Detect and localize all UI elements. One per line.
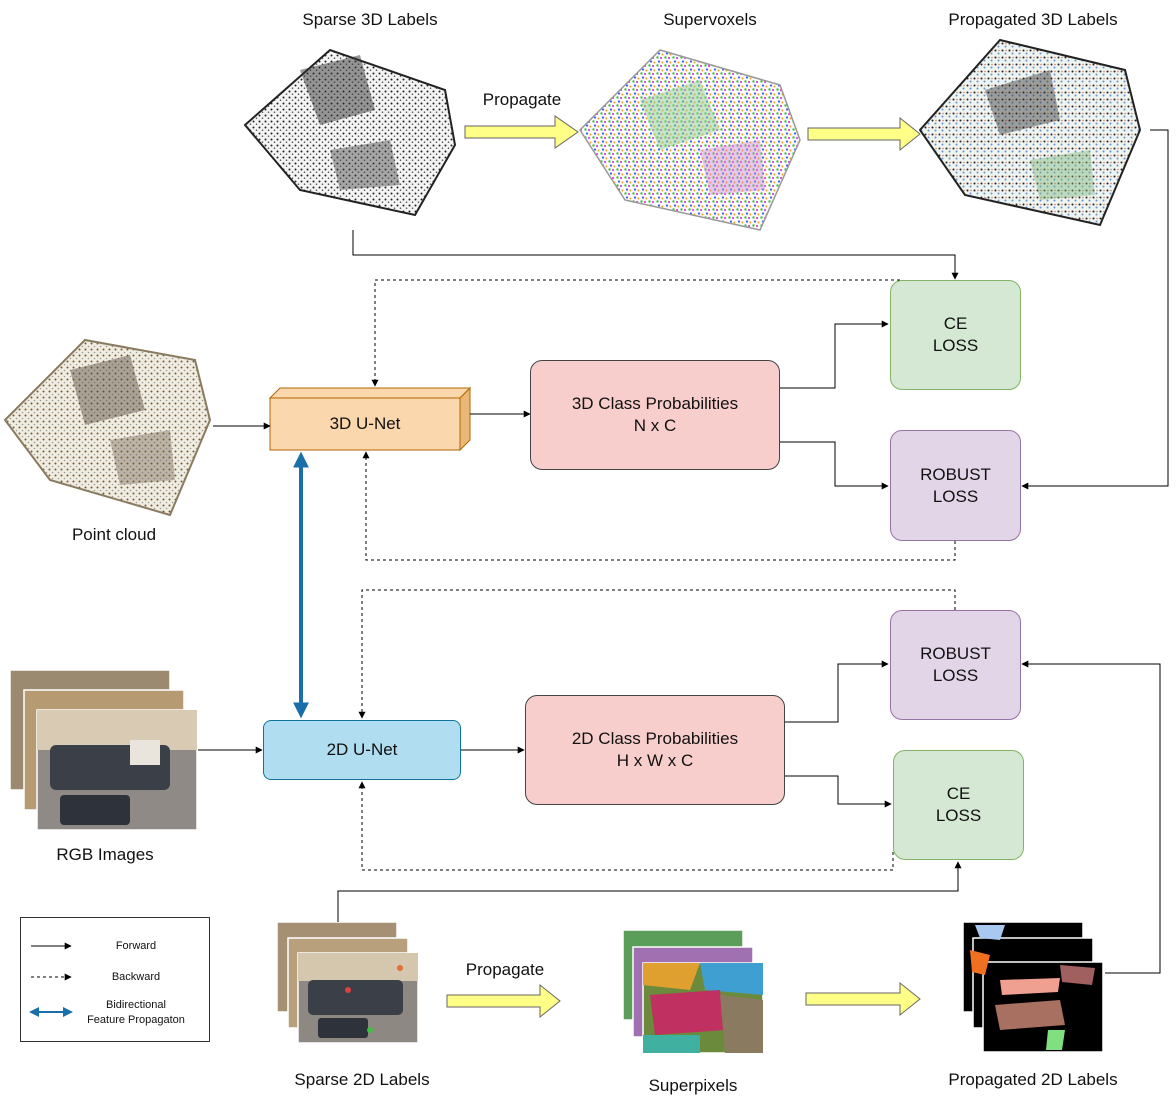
propagated-2d-labels-stack bbox=[962, 921, 1104, 1053]
legend-backward-label: Backward bbox=[111, 971, 161, 983]
sparse-3d-labels-image bbox=[243, 48, 457, 217]
legend-forward-label: Forward bbox=[115, 940, 157, 952]
propagated-3d-labels-image bbox=[918, 38, 1142, 227]
ce-loss-top-line2: LOSS bbox=[932, 336, 979, 355]
class-probabilities-2d-box: 2D Class Probabilities H x W x C bbox=[525, 695, 785, 805]
class-probabilities-3d-box: 3D Class Probabilities N x C bbox=[530, 360, 780, 470]
rgb-images-stack bbox=[9, 669, 198, 831]
robust-loss-top-line2: LOSS bbox=[932, 486, 979, 506]
propagate-top-label: Propagate bbox=[482, 90, 562, 109]
propagate-bottom-label: Propagate bbox=[465, 960, 545, 979]
supervoxels-caption: Supervoxels bbox=[663, 10, 757, 29]
sparse-2d-labels-stack bbox=[276, 921, 419, 1044]
robust-loss-bottom-line1: ROBUST bbox=[920, 644, 991, 663]
class-probabilities-3d-title: 3D Class Probabilities bbox=[571, 394, 739, 413]
legend-bidirectional-line2: Feature Propagaton bbox=[87, 1014, 185, 1026]
point-cloud-caption: Point cloud bbox=[71, 525, 157, 544]
arrow-sparse3d-to-ce-top bbox=[352, 230, 959, 280]
arrow-prob2d-to-robust-bottom bbox=[785, 660, 889, 723]
robust-loss-bottom-box: ROBUST LOSS bbox=[890, 610, 1021, 720]
propagate-arrow-supervoxel-to-labels bbox=[807, 116, 921, 152]
robust-loss-bottom-line2: LOSS bbox=[932, 666, 979, 685]
class-probabilities-2d-title: 2D Class Probabilities bbox=[571, 729, 739, 748]
superpixels-stack bbox=[622, 929, 764, 1054]
backward-robust-top-to-unet3d bbox=[362, 451, 956, 561]
unet-3d-label: 3D U-Net bbox=[329, 414, 401, 433]
legend: Forward Backward Bidirectional Feature P… bbox=[20, 917, 210, 1042]
ce-loss-bottom-line2: LOSS bbox=[935, 806, 982, 825]
ce-loss-top-line1: CE bbox=[943, 314, 968, 333]
class-probabilities-3d-shape: N x C bbox=[633, 416, 677, 435]
arrow-sparse2d-to-ce-bottom bbox=[337, 861, 962, 922]
arrow-prob3d-to-ce-top bbox=[780, 320, 889, 389]
arrow-propagated2d-to-robust-bottom bbox=[1021, 660, 1161, 974]
legend-bidirectional-line1: Bidirectional bbox=[106, 999, 166, 1011]
sparse-3d-labels-caption: Sparse 3D Labels bbox=[302, 10, 438, 29]
class-probabilities-2d-shape: H x W x C bbox=[616, 751, 694, 770]
sparse-2d-labels-caption: Sparse 2D Labels bbox=[294, 1070, 430, 1089]
propagate-arrow-top bbox=[464, 115, 579, 149]
point-cloud-image bbox=[3, 338, 212, 517]
superpixels-caption: Superpixels bbox=[648, 1076, 738, 1095]
unet-2d-label: 2D U-Net bbox=[326, 740, 398, 759]
ce-loss-top-box: CE LOSS bbox=[890, 280, 1021, 390]
backward-ce-top-to-unet3d bbox=[371, 279, 900, 387]
ce-loss-bottom-box: CE LOSS bbox=[893, 750, 1024, 860]
backward-ce-bottom-to-unet2d bbox=[358, 781, 894, 871]
propagated-2d-labels-caption: Propagated 2D Labels bbox=[948, 1070, 1118, 1089]
arrow-prob3d-to-robust-top bbox=[780, 441, 889, 490]
supervoxels-image bbox=[579, 49, 801, 231]
arrow-propagated3d-to-robust-top bbox=[1021, 129, 1169, 490]
propagate-arrow-bottom bbox=[446, 983, 561, 1019]
robust-loss-top-box: ROBUST LOSS bbox=[890, 430, 1021, 541]
rgb-images-caption: RGB Images bbox=[56, 845, 154, 864]
unet-2d-box: 2D U-Net bbox=[263, 720, 461, 780]
unet-3d-box bbox=[268, 386, 472, 452]
arrow-prob2d-to-ce-bottom bbox=[785, 775, 892, 808]
robust-loss-top-line1: ROBUST bbox=[920, 464, 991, 484]
propagated-3d-labels-caption: Propagated 3D Labels bbox=[948, 10, 1118, 29]
ce-loss-bottom-line1: CE bbox=[946, 784, 971, 803]
legend-symbols bbox=[29, 942, 73, 1017]
propagate-arrow-superpixel-to-labels bbox=[805, 981, 921, 1017]
